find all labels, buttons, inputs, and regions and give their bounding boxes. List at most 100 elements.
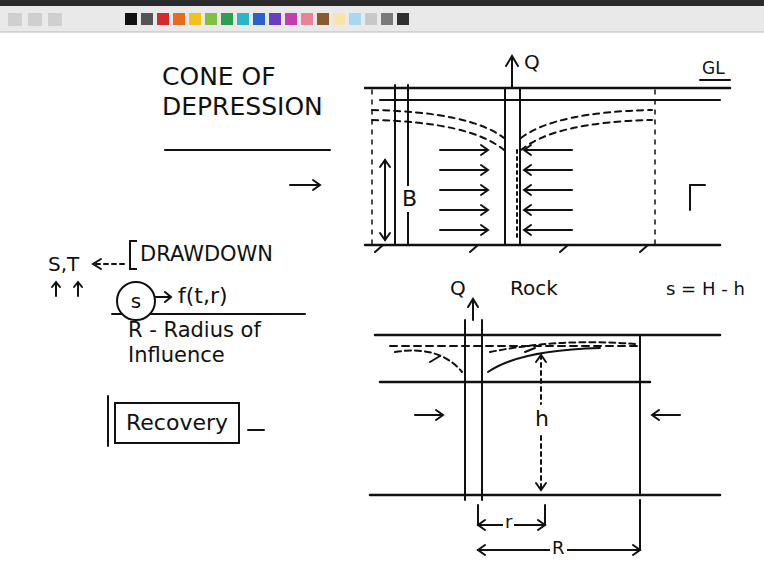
unconfined-aquifer-sketch-part bbox=[481, 320, 483, 500]
confined-aquifer-sketch-part bbox=[654, 90, 656, 245]
left-notes-arrows-part bbox=[248, 429, 264, 431]
app-toolbar-part bbox=[269, 13, 281, 25]
node-text: Recovery bbox=[126, 410, 228, 436]
circled-symbol: s bbox=[116, 281, 156, 321]
unconfined-aquifer-sketch-part bbox=[639, 335, 641, 495]
bracketed-term: DRAWDOWN bbox=[128, 240, 279, 269]
unconfined-aquifer-sketch-part bbox=[488, 348, 600, 372]
confined-aquifer-sketch-part bbox=[516, 150, 518, 240]
app-toolbar-part bbox=[0, 32, 764, 33]
unconfined-aquifer-sketch-part bbox=[415, 410, 443, 420]
confined-aquifer-sketch-part bbox=[440, 165, 488, 175]
app-toolbar-part bbox=[317, 13, 329, 25]
confined-aquifer-sketch-part bbox=[519, 88, 521, 245]
confined-aquifer-sketch-part bbox=[504, 88, 506, 245]
confined-aquifer-sketch-part bbox=[440, 205, 488, 215]
app-toolbar-part bbox=[28, 13, 42, 26]
confined-aquifer-sketch-part bbox=[371, 90, 373, 245]
app-toolbar-part bbox=[285, 13, 297, 25]
confined-aquifer-sketch-part bbox=[380, 99, 720, 101]
app-toolbar-part bbox=[125, 13, 137, 25]
app-toolbar-part bbox=[221, 13, 233, 25]
unconfined-aquifer-sketch-part bbox=[430, 348, 535, 362]
app-toolbar-part bbox=[48, 13, 62, 26]
app-toolbar-part bbox=[381, 13, 393, 25]
left-notes-arrows-part bbox=[52, 282, 60, 296]
confined-aquifer-sketch-part bbox=[372, 120, 504, 150]
ground-level-mark: GL bbox=[700, 58, 727, 78]
confined-aquifer-sketch-part bbox=[407, 85, 409, 245]
confined-aquifer-sketch-part bbox=[521, 120, 652, 150]
unconfined-aquifer-sketch-part bbox=[540, 355, 542, 404]
confined-aquifer-sketch-part bbox=[380, 160, 390, 240]
unconfined-aquifer-sketch-part bbox=[380, 381, 650, 384]
confined-aquifer-sketch-part bbox=[690, 185, 705, 210]
subtitle-note: Rock bbox=[508, 276, 560, 300]
app-toolbar-part bbox=[141, 13, 153, 25]
app-toolbar-part bbox=[8, 13, 22, 26]
app-toolbar-part bbox=[0, 0, 764, 6]
unconfined-aquifer-sketch-part bbox=[375, 334, 720, 337]
app-toolbar-part bbox=[173, 13, 185, 25]
drawdown-formula: s = H - h bbox=[664, 278, 747, 300]
unconfined-aquifer-sketch bbox=[370, 299, 720, 555]
confined-aquifer-sketch-part bbox=[700, 79, 730, 81]
discharge-symbol: Q bbox=[522, 50, 542, 74]
node-text: DRAWDOWN bbox=[140, 242, 273, 267]
confined-aquifer-sketch-part bbox=[440, 225, 488, 235]
slide-heading: CONE OF DEPRESSION bbox=[160, 62, 364, 122]
radius-note: R - Radius of Influence bbox=[126, 318, 320, 368]
node-text: s bbox=[131, 289, 141, 313]
app-toolbar-part bbox=[189, 13, 201, 25]
confined-aquifer-sketch-part bbox=[524, 205, 572, 215]
function-note: f(t,r) bbox=[176, 283, 230, 309]
left-notes-arrows-part bbox=[74, 282, 82, 296]
head-symbol: h bbox=[533, 406, 551, 432]
aquifer-thickness: B bbox=[400, 186, 419, 212]
confined-aquifer-sketch-part bbox=[506, 56, 518, 66]
confined-aquifer-sketch-part bbox=[524, 165, 572, 175]
app-toolbar-part bbox=[253, 13, 265, 25]
unconfined-aquifer-sketch-part bbox=[536, 355, 546, 362]
unconfined-aquifer-sketch-part bbox=[370, 494, 720, 497]
app-toolbar-part bbox=[157, 13, 169, 25]
unconfined-aquifer-sketch-part bbox=[472, 300, 474, 320]
confined-aquifer-sketch-part bbox=[394, 85, 396, 245]
app-toolbar-part bbox=[349, 13, 361, 25]
boxed-term: Recovery bbox=[114, 402, 240, 444]
confined-aquifer-sketch-part bbox=[165, 149, 330, 151]
app-toolbar-part bbox=[301, 13, 313, 25]
bracket-stroke bbox=[130, 241, 137, 269]
confined-aquifer-sketch-part bbox=[372, 110, 504, 138]
aquifer-parameters: S,T bbox=[46, 252, 81, 276]
unconfined-aquifer-sketch-part bbox=[652, 410, 680, 420]
unconfined-aquifer-sketch-part bbox=[395, 351, 462, 372]
left-notes-arrows-part bbox=[94, 263, 124, 265]
unconfined-aquifer-sketch-part bbox=[536, 483, 546, 490]
confined-aquifer-sketch-part bbox=[384, 160, 386, 240]
confined-aquifer-sketch-part bbox=[524, 185, 572, 195]
confined-aquifer-sketch-part bbox=[365, 87, 730, 90]
unconfined-aquifer-sketch-part bbox=[477, 505, 479, 525]
app-toolbar bbox=[0, 0, 764, 32]
confined-aquifer-sketch-part bbox=[440, 145, 488, 155]
confined-aquifer-sketch-part bbox=[524, 225, 572, 235]
app-toolbar-part bbox=[0, 6, 764, 32]
app-toolbar-part bbox=[205, 13, 217, 25]
unconfined-aquifer-sketch-part bbox=[639, 500, 641, 550]
app-toolbar-part bbox=[333, 13, 345, 25]
discharge-symbol: Q bbox=[448, 276, 468, 300]
distance-symbol: r bbox=[503, 511, 514, 533]
unconfined-aquifer-sketch-part bbox=[540, 436, 542, 490]
app-toolbar-part bbox=[237, 13, 249, 25]
confined-aquifer-sketch-part bbox=[440, 185, 488, 195]
left-notes-arrows-part bbox=[107, 396, 109, 446]
confined-aquifer-sketch-part bbox=[290, 180, 320, 190]
unconfined-aquifer-sketch-part bbox=[464, 320, 466, 500]
left-notes-arrows-part bbox=[93, 259, 101, 269]
confined-aquifer-sketch-part bbox=[521, 110, 652, 138]
unconfined-aquifer-sketch-part bbox=[544, 505, 546, 525]
app-toolbar-part bbox=[365, 13, 377, 25]
confined-aquifer-sketch-part bbox=[365, 244, 720, 247]
